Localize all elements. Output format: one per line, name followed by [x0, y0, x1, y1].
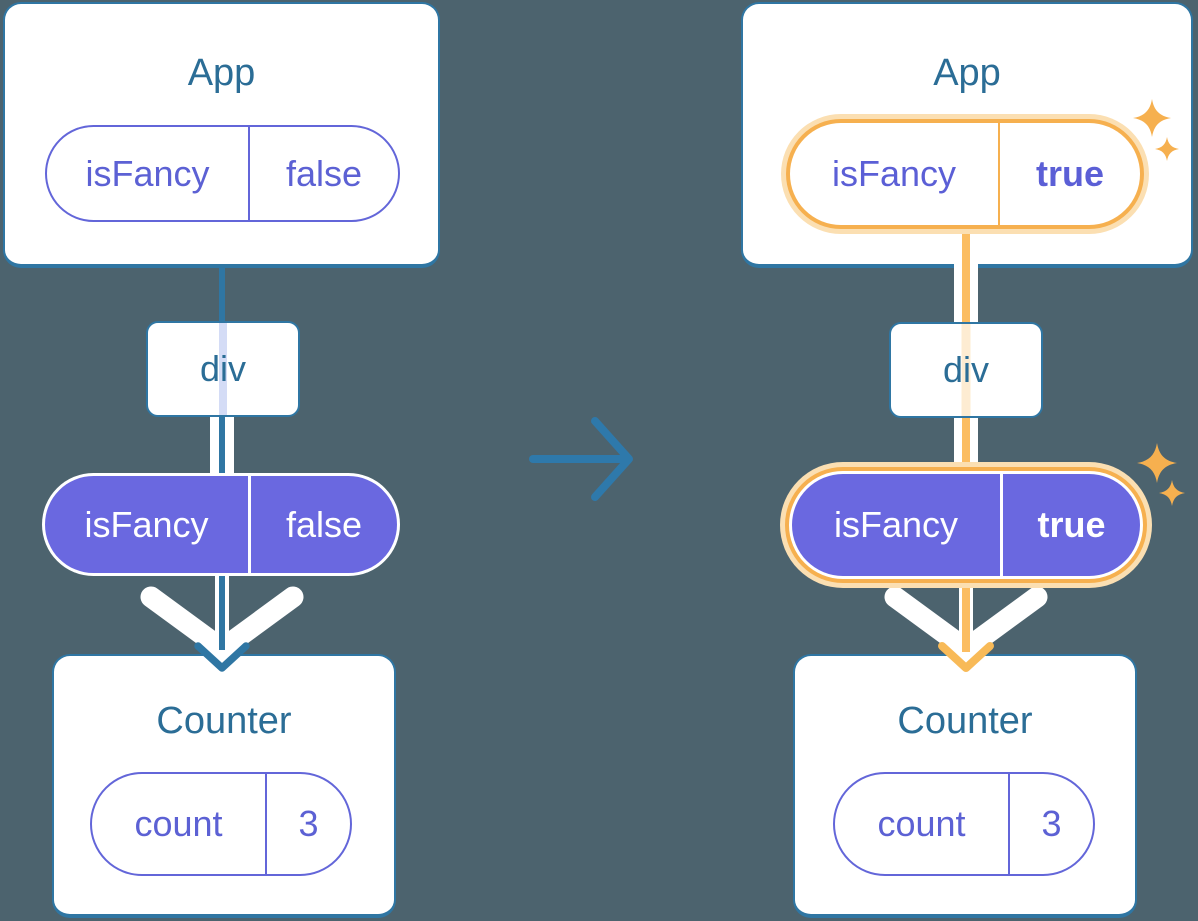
prop-tube: [210, 417, 234, 473]
state-key: isFancy: [831, 153, 957, 194]
counter-title: Counter: [156, 700, 292, 742]
app-card-left: App isFancy false: [3, 2, 440, 268]
app-title: App: [933, 52, 1001, 94]
sparkle-icon: [1155, 137, 1179, 161]
right-arrow-icon: [529, 417, 633, 501]
prop-line-faint: [219, 323, 227, 415]
app-state-pill: isFancy false: [45, 125, 400, 222]
state-value: true: [998, 123, 1140, 225]
highlight-ring: isFancy true: [785, 467, 1147, 583]
counter-state-pill: count 3: [833, 772, 1095, 876]
prop-value: true: [1000, 474, 1140, 576]
state-value: 3: [265, 774, 350, 874]
state-key: isFancy: [85, 152, 210, 194]
prop-key: isFancy: [84, 503, 209, 545]
counter-card-right: Counter count 3: [793, 654, 1137, 918]
state-key: count: [877, 803, 966, 844]
sparkle-icon: [1137, 443, 1177, 483]
counter-title: Counter: [897, 700, 1033, 742]
small-arrowhead-blue-icon: [194, 642, 250, 672]
div-box-right: div: [889, 322, 1043, 418]
app-card-right: App isFancy true: [741, 2, 1193, 268]
prop-tube-highlight: [954, 418, 978, 466]
state-key: count: [134, 803, 223, 844]
sparkle-icon: [1133, 99, 1171, 137]
div-box-left: div: [146, 321, 300, 417]
pill-body: isFancy true: [790, 123, 1140, 225]
div-label: div: [199, 348, 247, 389]
state-value: 3: [1008, 774, 1093, 874]
state-value: false: [248, 127, 398, 220]
big-arrowhead-white-icon: [140, 586, 304, 660]
prop-value: false: [248, 476, 397, 573]
prop-pill-body: isFancy true: [792, 474, 1140, 576]
counter-card-left: Counter count 3: [52, 654, 396, 918]
big-arrowhead-white-icon: [884, 586, 1048, 660]
prop-key: isFancy: [833, 504, 959, 545]
prop-pill-right-highlight: isFancy true: [780, 462, 1152, 588]
highlight-ring: isFancy true: [786, 119, 1144, 229]
prop-line-core: [219, 576, 225, 650]
app-state-pill-highlight: isFancy true: [781, 114, 1149, 234]
counter-state-pill: count 3: [90, 772, 352, 876]
white-ring: isFancy true: [789, 471, 1143, 579]
prop-line-core-highlight: [962, 588, 970, 652]
prop-line: [219, 264, 225, 321]
app-title: App: [187, 52, 256, 94]
prop-pill-left: isFancy false: [42, 473, 400, 576]
prop-line-faint: [961, 324, 971, 416]
prop-tube-highlight: [954, 264, 978, 322]
prop-line-highlight: [962, 229, 970, 266]
sparkle-icon: [1159, 480, 1185, 506]
prop-pill-body: isFancy false: [45, 476, 397, 573]
div-label: div: [942, 349, 990, 390]
small-arrowhead-orange-icon: [938, 642, 994, 672]
